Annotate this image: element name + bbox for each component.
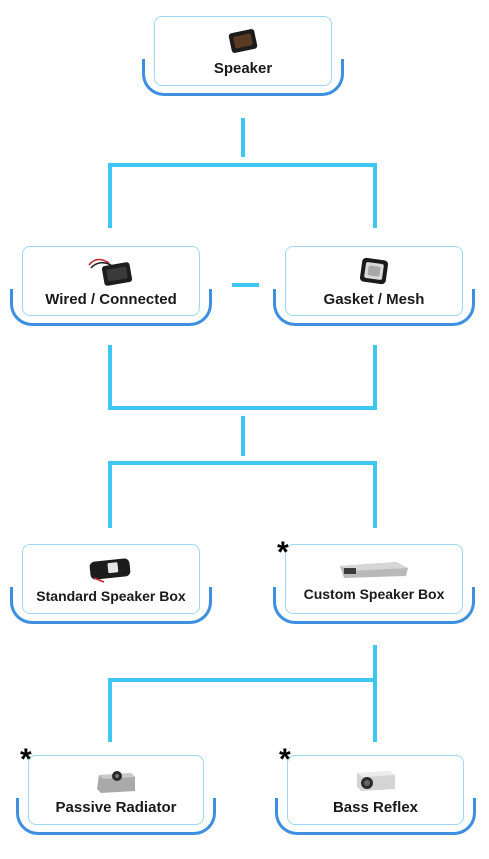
connector-merge <box>108 345 377 410</box>
asterisk-marker: * <box>279 743 291 776</box>
gasket-speaker-icon <box>359 257 389 284</box>
node-label: Passive Radiator <box>55 798 177 816</box>
node-base <box>16 798 216 835</box>
connector-speaker-split <box>108 163 377 228</box>
node-gasket-mesh: Gasket / Mesh <box>273 246 475 326</box>
node-bass-reflex: Bass Reflex * <box>275 745 476 835</box>
node-base <box>142 59 344 96</box>
node-label: Standard Speaker Box <box>36 588 186 604</box>
node-label: Custom Speaker Box <box>303 586 445 602</box>
node-label: Wired / Connected <box>45 290 177 308</box>
node-base <box>273 587 475 624</box>
bass-reflex-icon <box>356 770 395 791</box>
asterisk-marker: * <box>20 743 32 776</box>
passive-radiator-icon <box>97 770 135 793</box>
node-wired-connected: Wired / Connected <box>10 246 212 326</box>
connector-enclosure-split <box>108 678 377 742</box>
asterisk-marker: * <box>277 536 289 569</box>
node-base <box>273 289 475 326</box>
connector-box-split <box>108 461 377 528</box>
node-label: Bass Reflex <box>332 798 419 816</box>
speaker-driver-icon <box>228 28 258 53</box>
node-standard-speaker-box: Standard Speaker Box <box>10 544 212 624</box>
speaker-box-icon <box>89 558 131 583</box>
node-base <box>275 798 476 835</box>
node-base <box>10 289 212 326</box>
wired-speaker-icon <box>88 258 133 286</box>
custom-speaker-box-icon <box>340 562 408 578</box>
node-base <box>10 587 212 624</box>
node-label: Speaker <box>213 59 273 77</box>
node-custom-speaker-box: Custom Speaker Box * <box>273 538 475 624</box>
node-speaker: Speaker <box>142 16 344 96</box>
node-passive-radiator: Passive Radiator * <box>16 745 216 835</box>
node-label: Gasket / Mesh <box>323 290 425 308</box>
